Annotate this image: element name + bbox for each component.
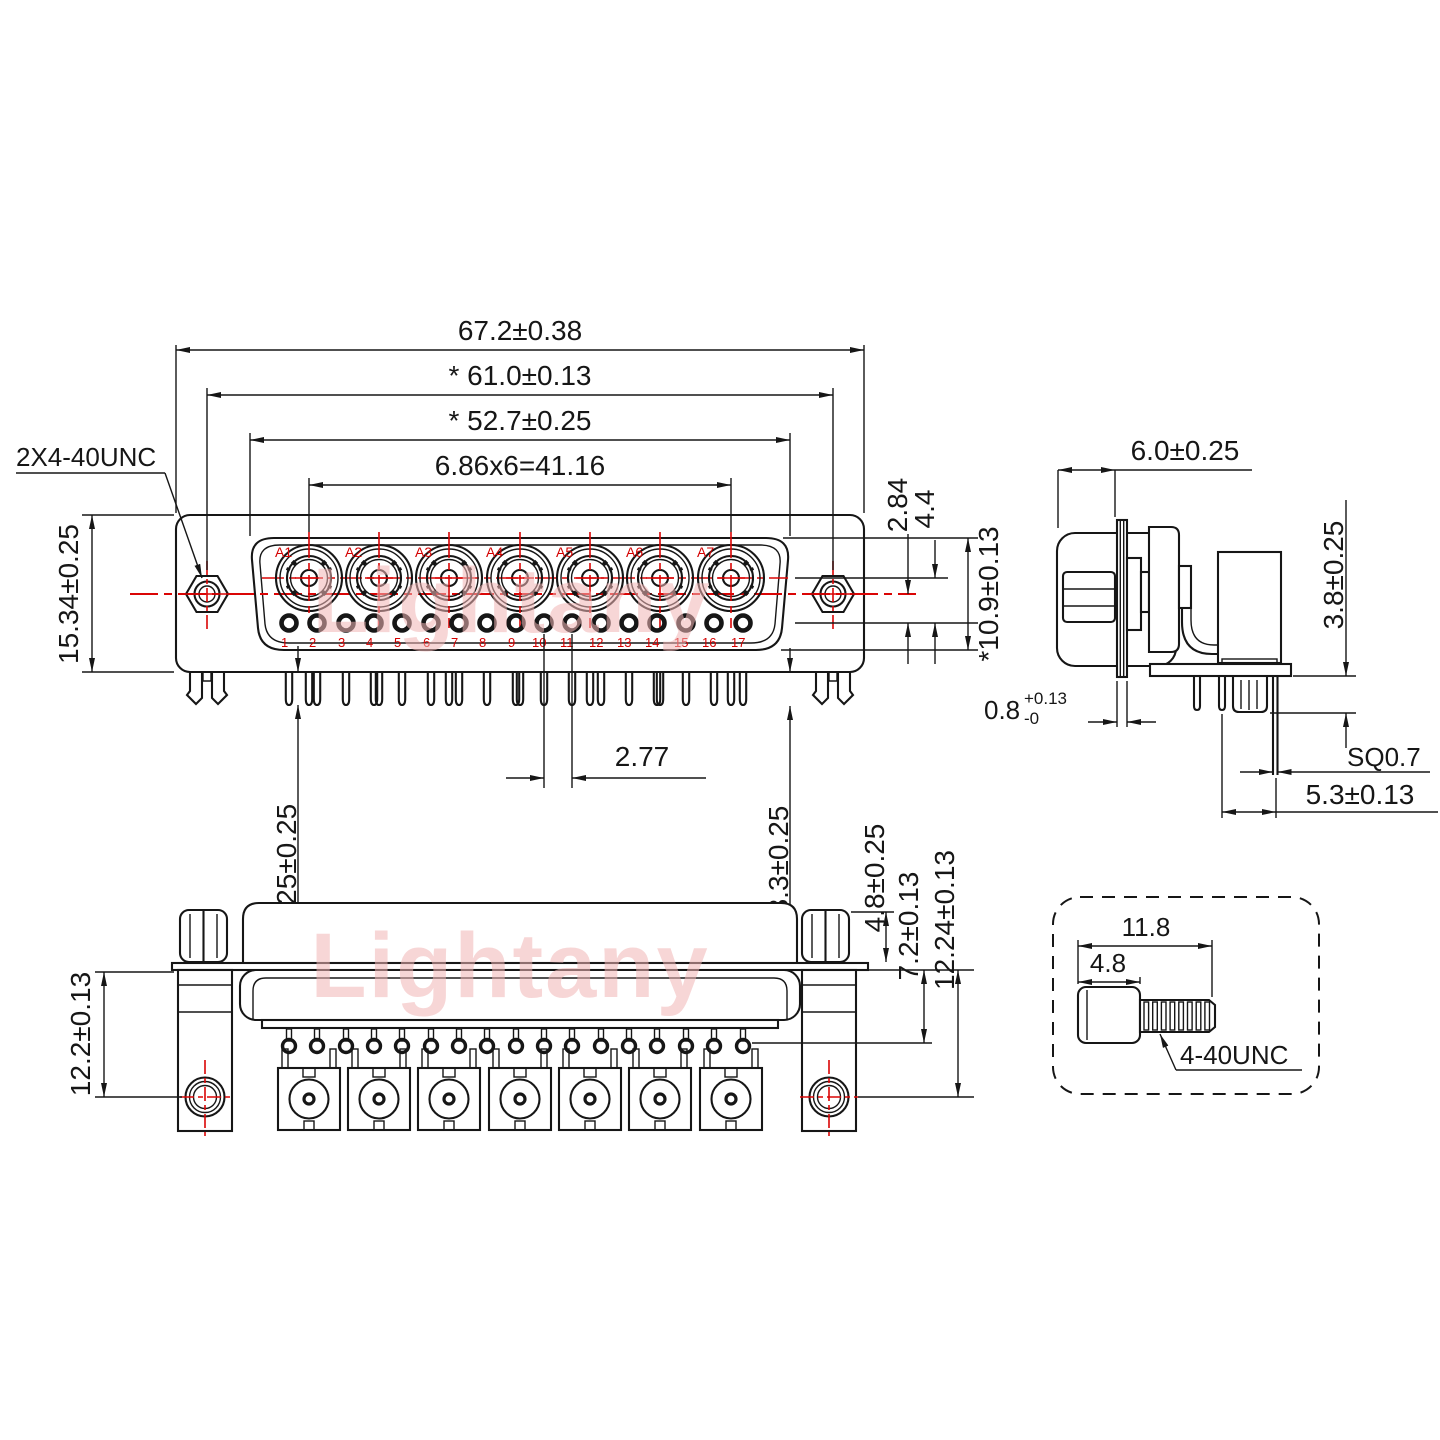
svg-text:9: 9 bbox=[508, 635, 515, 650]
dim-panel-minus-tol: -0 bbox=[1024, 709, 1039, 728]
thread-note-label: 2X4-40UNC bbox=[16, 442, 156, 472]
screw-shaft bbox=[1138, 998, 1217, 1034]
dim-screw-head: 4.8 bbox=[1090, 948, 1126, 978]
side-plate-step bbox=[1221, 658, 1278, 665]
side-pin-a bbox=[1192, 674, 1202, 712]
dim-pin-square: SQ0.7 bbox=[1347, 742, 1421, 772]
mount-hole-left bbox=[178, 559, 236, 634]
contact-labels: A1 A2 A3 A4 A5 A6 A7 bbox=[275, 544, 714, 560]
contact-label: A3 bbox=[415, 544, 432, 560]
dim-row-gap: 4.4 bbox=[909, 490, 940, 529]
svg-text:13: 13 bbox=[617, 635, 631, 650]
side-jackscrew-hex bbox=[1061, 570, 1117, 624]
dim-hole-center-depth: 12.24±0.13 bbox=[929, 850, 960, 990]
dim-mating-depth: 6.0±0.25 bbox=[1131, 435, 1240, 466]
dim-coax-pitch: 6.86x6=41.16 bbox=[435, 450, 606, 481]
bottom-dimensions: 12.2±0.13 4.8±0.25 7.2±0.13 12.24±0.13 bbox=[65, 824, 974, 1098]
svg-text:3: 3 bbox=[338, 635, 345, 650]
dim-flange-height: 15.34±0.25 bbox=[53, 524, 84, 664]
front-right-dimensions: 2.84 4.4 *10.9±0.13 bbox=[781, 478, 1004, 664]
dim-overall-width: 67.2±0.38 bbox=[458, 315, 582, 346]
dim-panel-thickness: 0.8 bbox=[984, 695, 1020, 725]
contact-label: A6 bbox=[626, 544, 643, 560]
board-lock-left bbox=[185, 670, 229, 706]
screw-detail: 11.8 4.8 4-40UNC bbox=[1052, 896, 1320, 1095]
side-screw-lock bbox=[1231, 674, 1269, 714]
bottom-coax-bodies bbox=[276, 1047, 764, 1132]
watermark-bottom: Lightany bbox=[310, 915, 709, 1017]
svg-text:10: 10 bbox=[532, 635, 546, 650]
front-left-dimensions: 15.34±0.25 2X4-40UNC bbox=[16, 442, 203, 673]
dim-standoff: 3.8±0.25 bbox=[1318, 521, 1349, 630]
side-base-plate bbox=[1148, 662, 1293, 678]
mount-hole-right bbox=[804, 559, 862, 634]
bottom-insulator-inner bbox=[252, 977, 788, 1020]
dim-mount-span: * 61.0±0.13 bbox=[448, 360, 591, 391]
dshell-inner bbox=[259, 544, 781, 644]
side-flange bbox=[1115, 518, 1129, 679]
thread-note-leader bbox=[164, 472, 203, 579]
side-dimensions: 6.0±0.25 3.8±0.25 SQ0.7 5.3±0.13 0.8 +0.… bbox=[984, 435, 1438, 818]
side-insulator-back bbox=[1177, 564, 1193, 610]
side-bend-outer bbox=[1180, 608, 1218, 656]
side-bracket bbox=[1216, 550, 1283, 665]
screw-threads bbox=[1143, 1001, 1211, 1031]
svg-text:7: 7 bbox=[451, 635, 458, 650]
dim-shell-height: *10.9±0.13 bbox=[973, 526, 1004, 661]
dim-tail-right: 3.3±0.25 bbox=[763, 806, 794, 915]
dim-pin-pitch: 2.77 bbox=[615, 741, 670, 772]
svg-text:11: 11 bbox=[560, 635, 574, 650]
side-pin-b bbox=[1217, 674, 1227, 712]
board-lock-right bbox=[811, 670, 855, 706]
dim-row-span: 5.3±0.13 bbox=[1306, 779, 1415, 810]
dim-nut-height: 4.8±0.25 bbox=[859, 824, 890, 933]
side-bend-inner bbox=[1190, 608, 1218, 646]
pin-numbers: 1 2 3 4 5 6 7 8 9 10 11 12 13 14 15 16 1… bbox=[281, 635, 745, 650]
contact-label: A5 bbox=[556, 544, 573, 560]
svg-text:16: 16 bbox=[702, 635, 716, 650]
front-top-dimensions: 67.2±0.38 * 61.0±0.13 * 52.7±0.25 6.86x6… bbox=[175, 315, 865, 570]
dim-bracket-height: 12.2±0.13 bbox=[65, 972, 96, 1096]
side-body-step bbox=[1139, 570, 1151, 614]
svg-text:6: 6 bbox=[423, 635, 430, 650]
svg-text:2: 2 bbox=[309, 635, 316, 650]
dim-row-offset: 2.84 bbox=[882, 478, 913, 533]
svg-text:4: 4 bbox=[366, 635, 373, 650]
dim-screw-total: 11.8 bbox=[1122, 912, 1171, 942]
svg-text:1: 1 bbox=[281, 635, 288, 650]
side-view: 6.0±0.25 3.8±0.25 SQ0.7 5.3±0.13 0.8 +0.… bbox=[984, 435, 1438, 818]
contact-label: A2 bbox=[345, 544, 362, 560]
dshell-outer bbox=[250, 536, 790, 652]
screw-thread-label: 4-40UNC bbox=[1180, 1040, 1288, 1070]
bottom-header-strip bbox=[260, 1018, 780, 1030]
solder-tails bbox=[284, 670, 748, 707]
dim-shell-width: * 52.7±0.25 bbox=[448, 405, 591, 436]
bottom-view: 12.2±0.13 4.8±0.25 7.2±0.13 12.24±0.13 bbox=[65, 824, 974, 1136]
svg-text:5: 5 bbox=[394, 635, 401, 650]
svg-text:17: 17 bbox=[731, 635, 745, 650]
screw-dimensions: 11.8 4.8 4-40UNC bbox=[1077, 912, 1302, 1071]
contact-label: A4 bbox=[486, 544, 503, 560]
side-rear-housing bbox=[1147, 525, 1181, 654]
svg-text:12: 12 bbox=[589, 635, 603, 650]
bottom-shell-strip bbox=[241, 901, 799, 965]
watermark-front: Lightany bbox=[312, 550, 711, 652]
side-body-block bbox=[1125, 556, 1143, 632]
svg-text:8: 8 bbox=[479, 635, 486, 650]
dim-pin-depth: 7.2±0.13 bbox=[893, 872, 924, 981]
svg-text:14: 14 bbox=[645, 635, 659, 650]
contact-label: A7 bbox=[697, 544, 714, 560]
contact-label: A1 bbox=[275, 544, 292, 560]
dim-panel-plus-tol: +0.13 bbox=[1024, 689, 1067, 708]
front-view: A1 A2 A3 A4 A5 A6 A7 1 2 3 4 5 6 7 8 9 1… bbox=[16, 315, 1004, 988]
svg-text:15: 15 bbox=[674, 635, 688, 650]
